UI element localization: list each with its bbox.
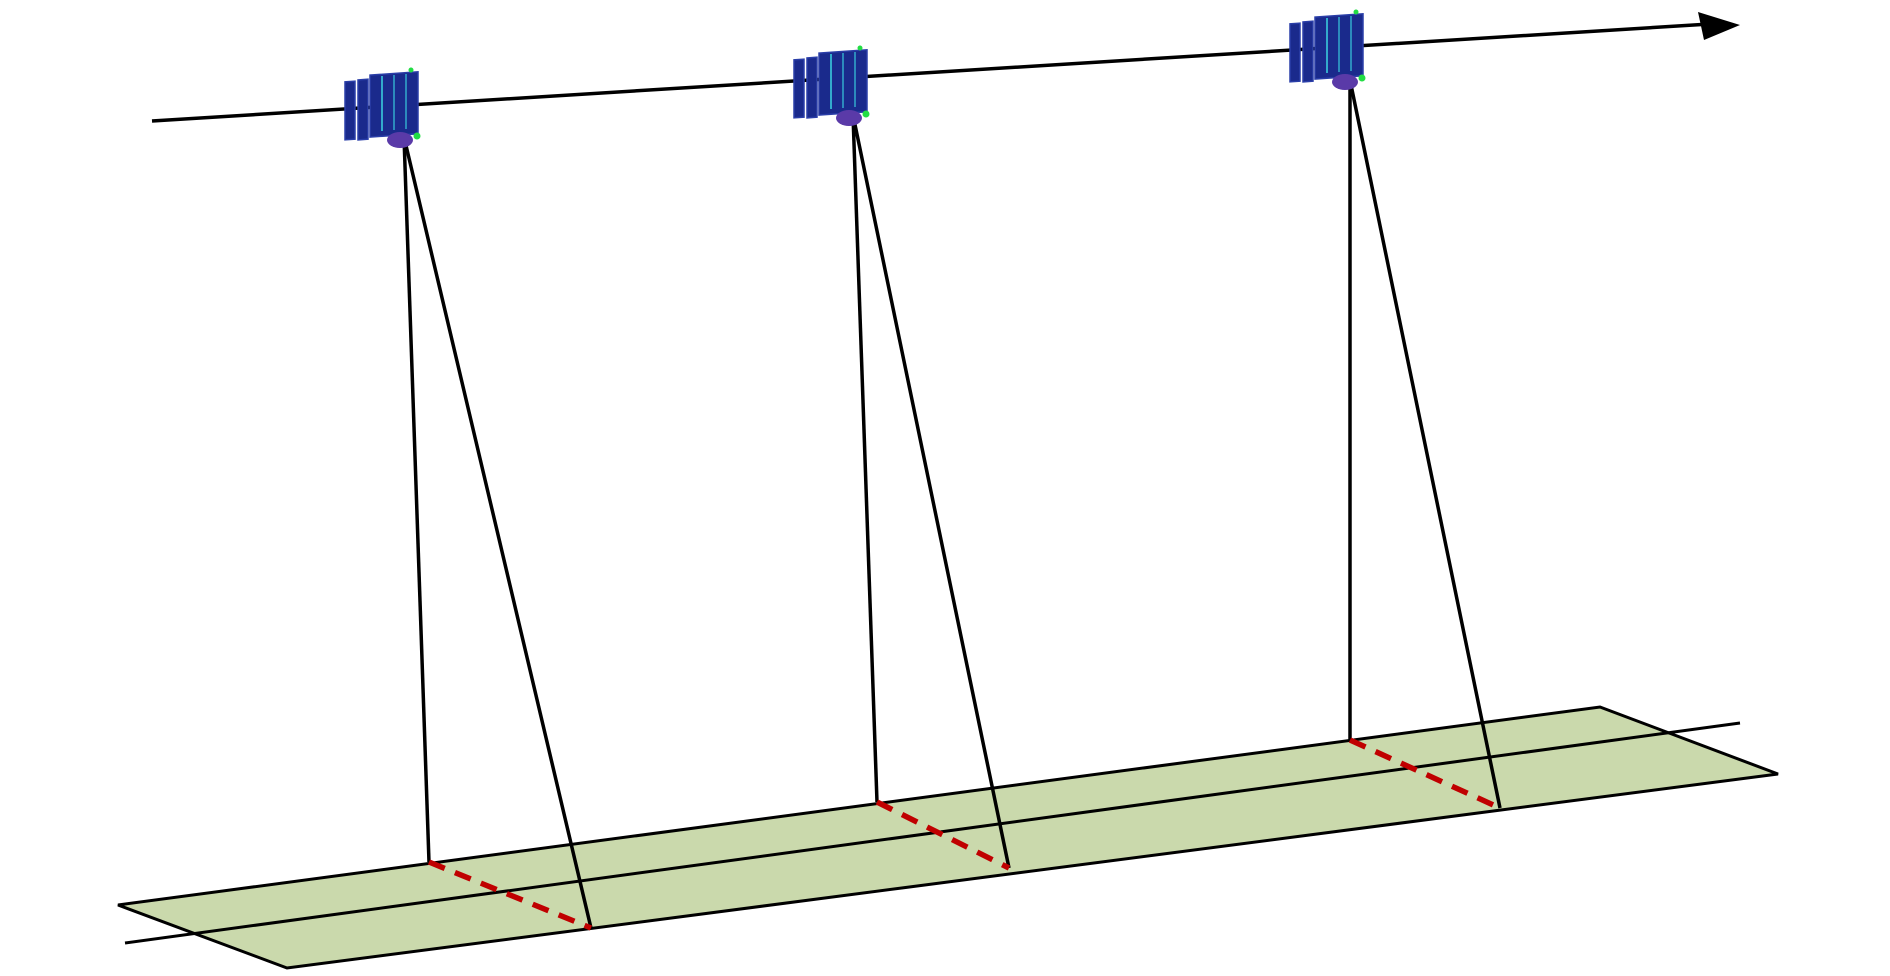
nadir-line (402, 136, 431, 863)
satellite-icon (793, 44, 871, 127)
satellite-3-group (1289, 8, 1502, 811)
nadir-line (851, 114, 879, 803)
slant-range-projection (427, 859, 593, 931)
satellite-2-group (793, 44, 1011, 871)
slant-line (851, 114, 1011, 869)
slant-line (1348, 79, 1502, 809)
ground-track (124, 721, 1741, 945)
ground-swath (117, 705, 1779, 970)
arrowhead-icon (1698, 12, 1740, 40)
slant-range-projection (875, 799, 1011, 871)
satellite-1-group (344, 66, 593, 931)
slant-line (402, 136, 593, 929)
